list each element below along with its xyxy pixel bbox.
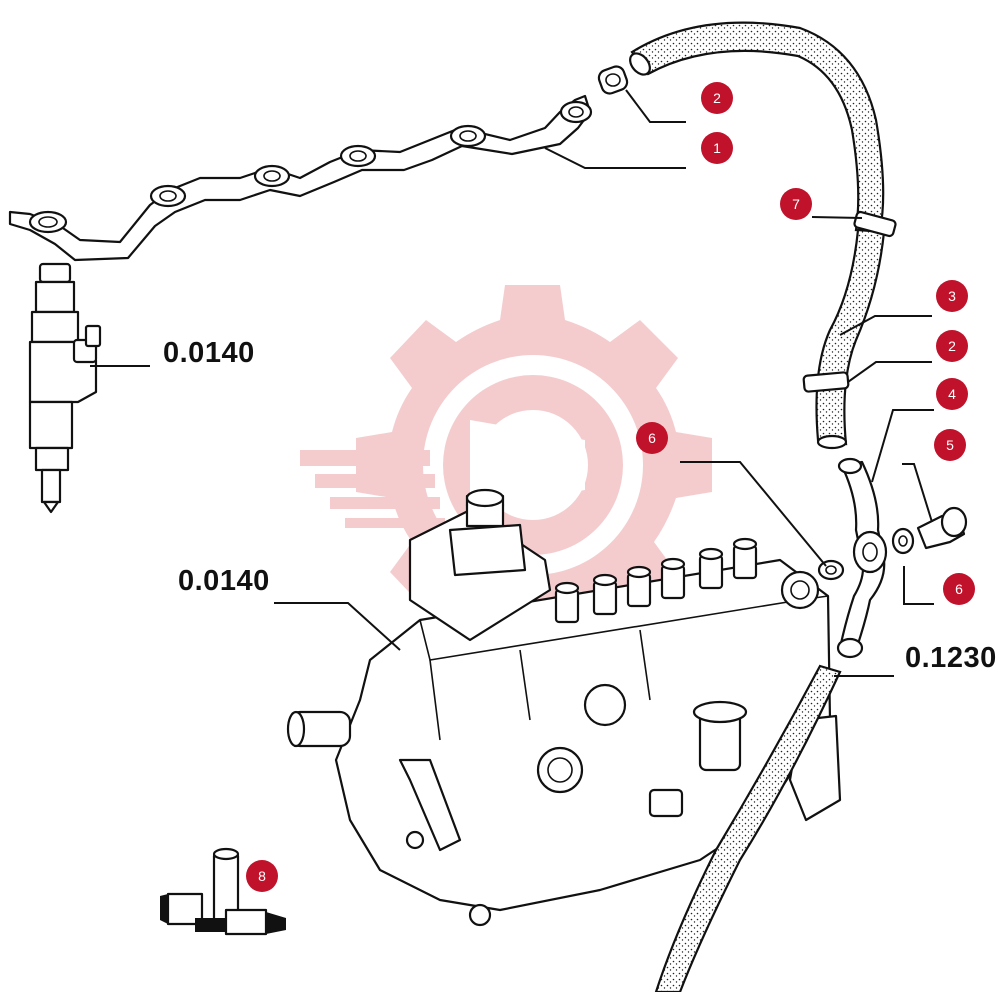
supply-hose (654, 664, 842, 992)
ref-label-supply-hose: 0.1230 (905, 642, 997, 674)
callout-number: 6 (955, 581, 963, 597)
banjo-fitting-assembly (817, 457, 968, 659)
callout-number: 8 (258, 868, 266, 884)
callout-badge[interactable]: 8 (246, 860, 278, 892)
callout-badges: 2 1 7 3 2 4 6 5 (246, 82, 975, 892)
seal-kit (160, 847, 286, 936)
return-fuel-rail (8, 94, 593, 262)
callout-number: 7 (792, 196, 800, 212)
callout-number: 3 (948, 288, 956, 304)
callout-badge[interactable]: 4 (936, 378, 968, 410)
ref-label-pump: 0.0140 (178, 565, 270, 597)
return-hose (629, 21, 897, 450)
delivery-valve-holders (554, 537, 758, 624)
callout-badge[interactable]: 7 (780, 188, 812, 220)
callout-number: 2 (713, 90, 721, 106)
injection-pump (286, 488, 842, 927)
callout-badge[interactable]: 6 (636, 422, 668, 454)
callout-number: 2 (948, 338, 956, 354)
callout-number: 5 (946, 437, 954, 453)
ref-label-injector: 0.0140 (163, 337, 255, 369)
callout-badge[interactable]: 2 (701, 82, 733, 114)
ref-labels: 0.0140 0.0140 0.1230 (163, 337, 997, 674)
callout-badge[interactable]: 6 (943, 573, 975, 605)
fuel-injector (28, 262, 102, 514)
callout-number: 4 (948, 386, 956, 402)
leader-lines (90, 89, 934, 677)
callout-badge[interactable]: 5 (934, 429, 966, 461)
callout-number: 1 (713, 140, 721, 156)
callout-badge[interactable]: 1 (701, 132, 733, 164)
callout-badge[interactable]: 2 (936, 330, 968, 362)
hose-clamp-top (597, 65, 629, 95)
callout-number: 6 (648, 430, 656, 446)
callout-badge[interactable]: 3 (936, 280, 968, 312)
